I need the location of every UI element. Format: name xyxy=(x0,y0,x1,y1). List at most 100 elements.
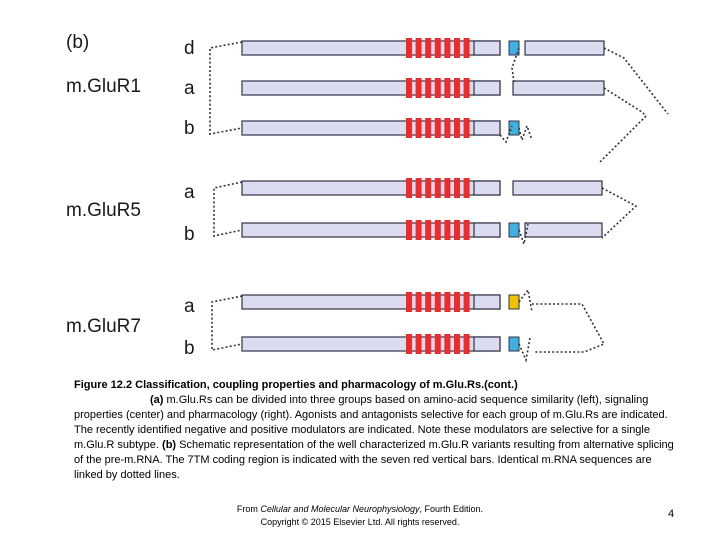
tm-segment-g2-b-2 xyxy=(415,334,422,354)
linker-bar-g0-b xyxy=(473,120,501,136)
isoform-label-r1-d: d xyxy=(184,38,195,59)
tm-segment-g0-b-6 xyxy=(454,118,460,138)
tm-segment-g2-a-2 xyxy=(415,292,422,312)
dotted-link-r1-right-upper xyxy=(603,47,669,115)
tm-segment-g0-a-2 xyxy=(415,78,422,98)
isoform-label-r5-b: b xyxy=(184,224,195,245)
tm-segment-g0-d-7 xyxy=(463,38,470,58)
splice-variant-diagram: (b) m.GluR1 m.GluR5 m.GluR7 d a b a b a … xyxy=(66,32,669,363)
isoform-label-r1-a: a xyxy=(184,78,195,99)
tm-segment-g1-b-7 xyxy=(463,220,470,240)
tm-segment-g1-b-3 xyxy=(425,220,432,240)
tm-segment-g2-a-4 xyxy=(434,292,441,312)
credit-copyright: Copyright © 2015 Elsevier Ltd. All right… xyxy=(260,517,460,527)
domain-bar-g0-d xyxy=(241,40,501,56)
domain-bar-g1-b xyxy=(241,222,501,238)
tm-segment-g0-a-1 xyxy=(406,78,412,98)
linker-bar-g1-b xyxy=(473,222,501,238)
tm-segment-g1-b-6 xyxy=(454,220,460,240)
tm-segment-g1-a-3 xyxy=(425,178,432,198)
group-name-mglur1: m.GluR1 xyxy=(66,76,141,97)
caption-part-a-marker: (a) xyxy=(150,394,164,406)
tm-segment-g2-b-1 xyxy=(406,334,412,354)
dotted-link-r1-d-to-a xyxy=(511,47,520,83)
tm-segment-g0-a-3 xyxy=(425,78,432,98)
group-name-mglur7: m.GluR7 xyxy=(66,316,141,337)
tm-segment-g1-a-5 xyxy=(444,178,451,198)
domain-bar-g2-a xyxy=(241,294,501,310)
dotted-link-r1-right-mid xyxy=(603,87,647,117)
dotted-link-r1-b-tail xyxy=(518,123,533,143)
dotted-link-r7-b-junction xyxy=(518,337,531,363)
tm-segment-g0-b-5 xyxy=(444,118,451,138)
tm-segment-g1-a-7 xyxy=(463,178,470,198)
figure-caption: Figure 12.2 Classification, coupling pro… xyxy=(74,378,674,483)
tm-segment-g2-b-5 xyxy=(444,334,451,354)
caption-part-b-marker: (b) xyxy=(162,439,177,451)
tm-segment-g1-b-1 xyxy=(406,220,412,240)
tm-segment-g0-a-4 xyxy=(434,78,441,98)
tm-segment-g0-b-1 xyxy=(406,118,412,138)
dotted-link-r1-right-lower xyxy=(599,115,647,163)
tail-bar-g0-d xyxy=(524,40,605,56)
tm-segment-g2-b-3 xyxy=(425,334,432,354)
tm-segment-g0-d-2 xyxy=(415,38,422,58)
panel-label: (b) xyxy=(66,32,89,53)
dotted-link-r7-tail xyxy=(532,303,606,353)
page-number: 4 xyxy=(668,508,675,520)
tm-segment-g2-b-6 xyxy=(454,334,460,354)
tail-bar-g1-a xyxy=(512,180,603,196)
source-credit: From Cellular and Molecular Neurophysiol… xyxy=(200,503,520,529)
caption-part-a-text: m.Glu.Rs can be divided into three group… xyxy=(74,394,668,451)
tm-segment-g2-b-7 xyxy=(463,334,470,354)
isoform-label-r7-b: b xyxy=(184,338,195,359)
dotted-link-r1-b-junction xyxy=(499,125,513,144)
tm-segment-g0-b-2 xyxy=(415,118,422,138)
tm-segment-g1-a-6 xyxy=(454,178,460,198)
linker-bar-g0-a xyxy=(473,80,501,96)
tm-segment-g1-a-1 xyxy=(406,178,412,198)
tm-segment-g1-a-2 xyxy=(415,178,422,198)
tail-bar-g1-b xyxy=(524,222,603,238)
cterm-exon-g1-b xyxy=(508,222,520,238)
dotted-link-r1-left xyxy=(209,41,243,135)
tm-segment-g2-a-3 xyxy=(425,292,432,312)
tm-segment-g1-b-2 xyxy=(415,220,422,240)
dotted-link-r5-b-junction xyxy=(518,223,529,247)
dotted-link-r5-right xyxy=(601,187,638,239)
domain-bar-g0-a xyxy=(241,80,501,96)
caption-body: (a) m.Glu.Rs can be divided into three g… xyxy=(74,393,674,483)
tm-segment-g0-b-3 xyxy=(425,118,432,138)
credit-book-title: Cellular and Molecular Neurophysiology xyxy=(260,504,420,514)
tm-segment-g0-d-1 xyxy=(406,38,412,58)
linker-bar-g2-a xyxy=(473,294,501,310)
dotted-link-r5-left xyxy=(213,181,243,237)
group-name-mglur5: m.GluR5 xyxy=(66,200,141,221)
caption-part-b-text: Schematic representation of the well cha… xyxy=(74,439,674,481)
caption-title: Figure 12.2 Classification, coupling pro… xyxy=(74,379,518,391)
tm-segment-g1-b-5 xyxy=(444,220,451,240)
isoform-label-r5-a: a xyxy=(184,182,195,203)
tm-segment-g2-a-5 xyxy=(444,292,451,312)
tm-segment-g0-a-6 xyxy=(454,78,460,98)
cterm-exon-g2-b xyxy=(508,336,520,352)
tm-segment-g0-d-5 xyxy=(444,38,451,58)
isoform-label-r1-b: b xyxy=(184,118,195,139)
cterm-exon-g0-b xyxy=(508,120,520,136)
tm-segment-g0-d-6 xyxy=(454,38,460,58)
linker-bar-g2-b xyxy=(473,336,501,352)
tm-segment-g0-a-7 xyxy=(463,78,470,98)
domain-bar-g1-a xyxy=(241,180,501,196)
linker-bar-g0-d xyxy=(473,40,501,56)
tm-segment-g0-d-3 xyxy=(425,38,432,58)
dotted-link-r7-left xyxy=(211,295,243,351)
tm-segment-g2-b-4 xyxy=(434,334,441,354)
tm-segment-g0-b-4 xyxy=(434,118,441,138)
tm-segment-g1-a-4 xyxy=(434,178,441,198)
tm-segment-g0-b-7 xyxy=(463,118,470,138)
tm-segment-g0-d-4 xyxy=(434,38,441,58)
tm-segment-g2-a-6 xyxy=(454,292,460,312)
isoform-label-r7-a: a xyxy=(184,296,195,317)
domain-bar-g2-b xyxy=(241,336,501,352)
credit-edition: , Fourth Edition. xyxy=(419,504,484,514)
